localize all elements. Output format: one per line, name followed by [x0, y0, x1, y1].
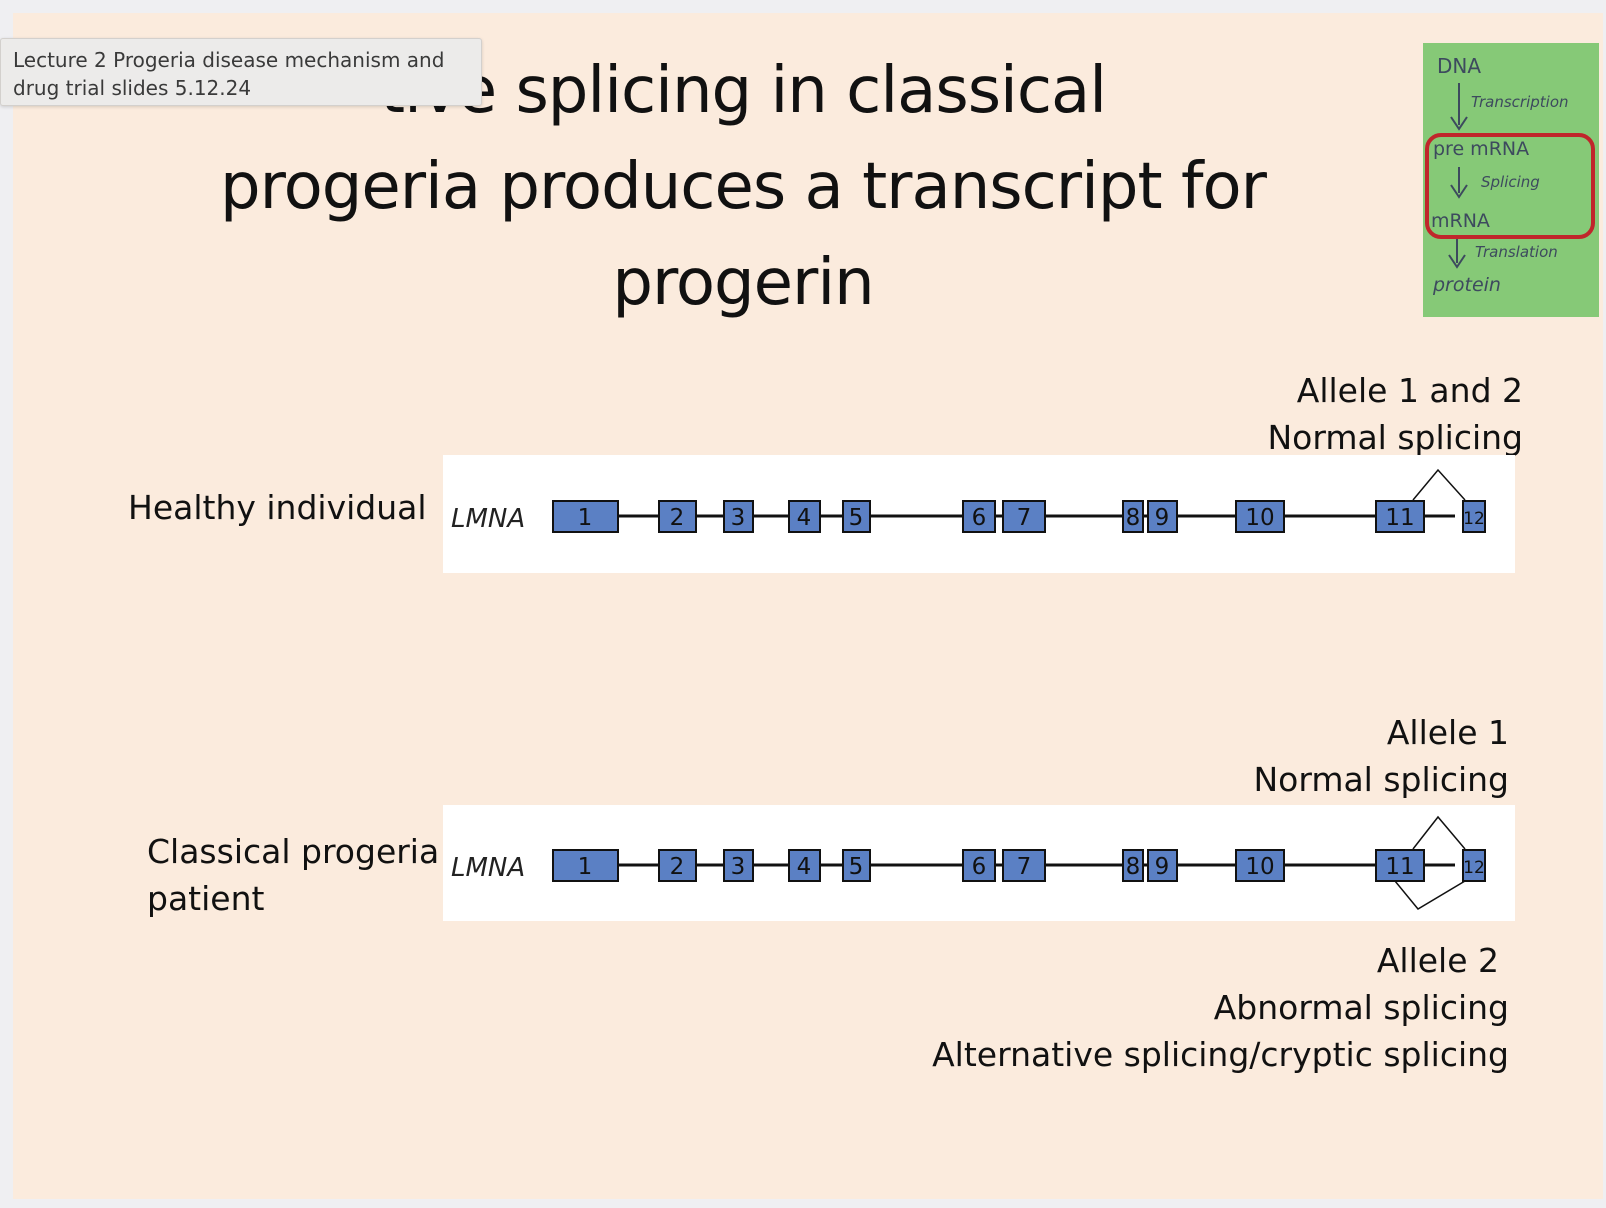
exon-12	[1462, 849, 1486, 882]
exon-3-label: 3	[731, 505, 746, 531]
healthy-allele-line-1: Allele 1 and 2	[1296, 371, 1523, 410]
exon-7	[1002, 500, 1046, 533]
exon-9-label: 9	[1155, 505, 1170, 531]
progeria-allele-1-line-2: Normal splicing	[1253, 760, 1509, 799]
exon-3	[723, 500, 754, 533]
progeria-allele-2-label: Allele 2 Abnormal splicing Alternative s…	[893, 937, 1509, 1078]
exon-9	[1147, 849, 1178, 882]
exon-4	[788, 849, 821, 882]
exon-6-label: 6	[972, 854, 987, 880]
exon-3	[723, 849, 754, 882]
exon-1	[552, 849, 619, 882]
exon-8	[1122, 849, 1144, 882]
healthy-label: Healthy individual	[128, 488, 427, 527]
healthy-allele-line-2: Normal splicing	[1267, 418, 1523, 457]
exon-12-label: 12	[1463, 858, 1485, 878]
exon-12	[1462, 500, 1486, 533]
cryptic-splice-junction	[1394, 880, 1466, 910]
exon-9-label: 9	[1155, 854, 1170, 880]
title-line-3: progerin	[612, 246, 874, 320]
exon-12-label: 12	[1463, 509, 1485, 529]
exon-5-label: 5	[849, 854, 864, 880]
gene-name-label: LMNA	[451, 504, 525, 534]
exon-1-label: 1	[578, 854, 593, 880]
exon-11-label: 11	[1385, 854, 1414, 880]
exon-4-label: 4	[797, 505, 812, 531]
exon-5	[842, 500, 871, 533]
exon-1-label: 1	[578, 505, 593, 531]
dogma-transcription: Transcription	[1471, 93, 1569, 111]
exon-2	[658, 500, 697, 533]
exon-7-label: 7	[1017, 854, 1032, 880]
slide-title-tooltip: Lecture 2 Progeria disease mechanism and…	[0, 38, 482, 106]
exon-8	[1122, 500, 1144, 533]
exon-7-label: 7	[1017, 505, 1032, 531]
dogma-translation: Translation	[1475, 243, 1558, 261]
title-line-1: tive splicing in classical	[379, 54, 1107, 128]
dogma-splicing: Splicing	[1481, 173, 1540, 191]
dogma-protein: protein	[1432, 274, 1501, 296]
dogma-pre-mrna: pre mRNA	[1433, 138, 1529, 160]
normal-splice-junction	[1412, 468, 1466, 501]
exon-4	[788, 500, 821, 533]
exon-2	[658, 849, 697, 882]
exon-5-label: 5	[849, 505, 864, 531]
healthy-gene-diagram: LMNA 1 2 3 4 5 6 7 8 9	[443, 455, 1515, 573]
slide: tive splicing in classical progeria prod…	[13, 13, 1603, 1199]
exon-11-label: 11	[1385, 505, 1414, 531]
title-line-2: progeria produces a transcript for	[220, 150, 1267, 224]
progeria-allele-1-line-1: Allele 1	[1386, 713, 1509, 752]
exon-11	[1375, 500, 1425, 533]
exon-3-label: 3	[731, 854, 746, 880]
gene-name-label: LMNA	[451, 853, 525, 883]
exon-2-label: 2	[670, 854, 685, 880]
normal-splice-junction	[1412, 815, 1466, 850]
exon-7	[1002, 849, 1046, 882]
slide-title: tive splicing in classical progeria prod…	[133, 43, 1353, 331]
dogma-mrna: mRNA	[1431, 210, 1490, 232]
exon-4-label: 4	[797, 854, 812, 880]
exon-2-label: 2	[670, 505, 685, 531]
central-dogma-note: DNA Transcription pre mRNA Splicing mRNA…	[1423, 43, 1599, 317]
progeria-allele-1-label: Allele 1 Normal splicing	[1113, 709, 1509, 803]
progeria-label: Classical progeria patient	[147, 828, 439, 922]
exon-1	[552, 500, 619, 533]
tooltip-line-2: drug trial slides 5.12.24	[13, 76, 252, 100]
exon-6	[962, 849, 996, 882]
progeria-label-line-1: Classical progeria	[147, 832, 440, 871]
progeria-allele-2-line-3: Alternative splicing/cryptic splicing	[932, 1035, 1509, 1074]
tooltip-line-1: Lecture 2 Progeria disease mechanism and	[13, 48, 445, 72]
exon-6-label: 6	[972, 505, 987, 531]
healthy-allele-label: Allele 1 and 2 Normal splicing	[1113, 367, 1523, 461]
exon-10	[1235, 849, 1285, 882]
exon-9	[1147, 500, 1178, 533]
exon-8-label: 8	[1126, 505, 1141, 531]
dogma-dna: DNA	[1437, 54, 1481, 78]
exon-8-label: 8	[1126, 854, 1141, 880]
exon-10-label: 10	[1245, 854, 1274, 880]
progeria-allele-2-line-1: Allele 2	[1376, 941, 1499, 980]
exon-11	[1375, 849, 1425, 882]
exon-6	[962, 500, 996, 533]
exon-10	[1235, 500, 1285, 533]
progeria-label-line-2: patient	[147, 879, 265, 918]
splicing-highlight-box	[1425, 133, 1595, 239]
progeria-gene-diagram: LMNA 1 2 3 4 5 6 7 8 9	[443, 805, 1515, 921]
exon-5	[842, 849, 871, 882]
progeria-allele-2-line-2: Abnormal splicing	[1213, 988, 1509, 1027]
exon-10-label: 10	[1245, 505, 1274, 531]
